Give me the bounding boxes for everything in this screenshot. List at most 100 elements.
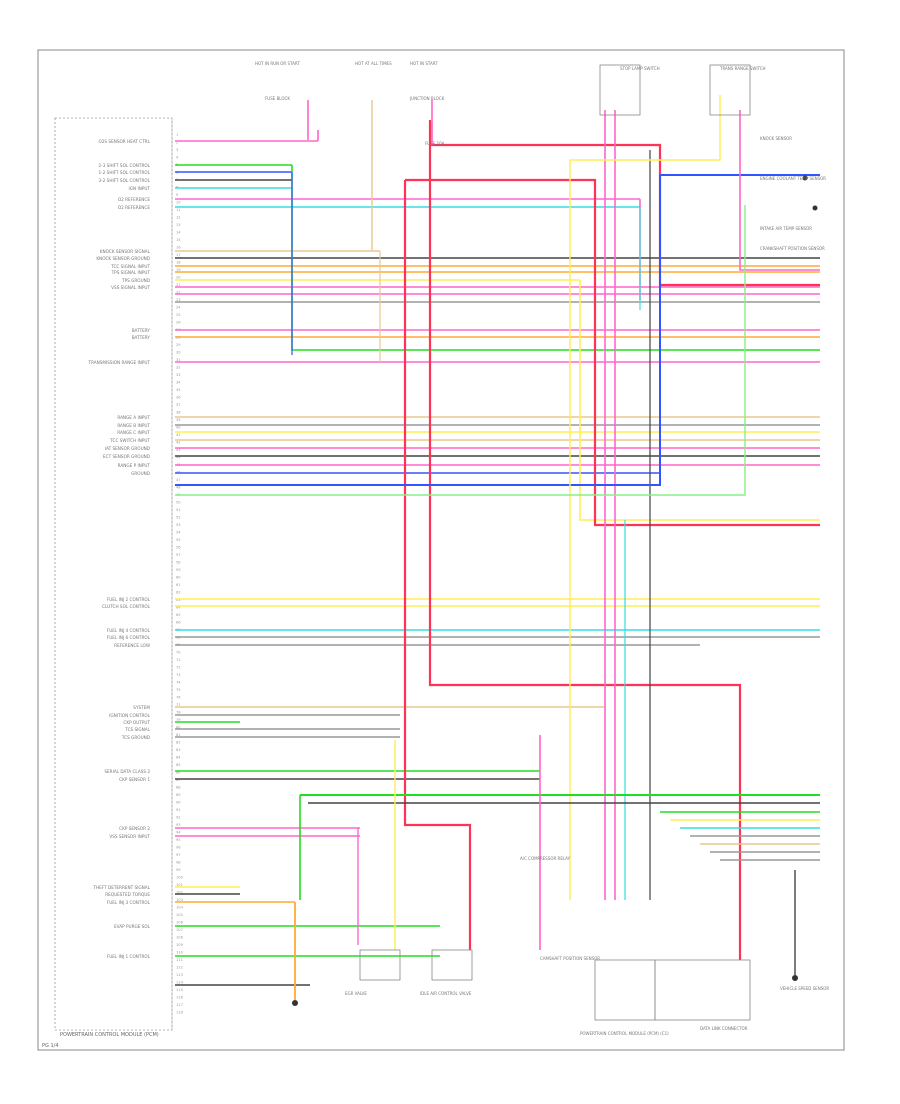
- pin-number: 15: [176, 238, 181, 242]
- page-code: PG 1/4: [42, 1043, 59, 1049]
- pin-label: SYSTEM: [133, 705, 150, 710]
- wire-red-top: [430, 143, 820, 287]
- pin-number: 78: [176, 711, 181, 715]
- pin-number: 72: [176, 666, 181, 670]
- pin-number: 1: [176, 133, 178, 137]
- pin-number: 74: [176, 681, 181, 685]
- pin-number: 56: [176, 546, 181, 550]
- pin-number: 103: [176, 898, 183, 902]
- pin-label: O2 REFERENCE: [118, 205, 151, 210]
- pin-number: 54: [176, 531, 181, 535]
- footer-label: POWERTRAIN CONTROL MODULE (PCM): [60, 1032, 159, 1038]
- pin-number: 33: [176, 373, 181, 377]
- pin-number: 106: [176, 921, 184, 925]
- pin-label: IAT SENSOR GROUND: [105, 446, 150, 451]
- pin-label: SERIAL DATA CLASS 2: [104, 769, 150, 774]
- pin-number: 14: [176, 231, 181, 235]
- pin-number: 37: [176, 403, 181, 407]
- pin-number: 47: [176, 478, 181, 482]
- pin-number: 93: [176, 823, 181, 827]
- pin-number: 84: [176, 756, 181, 760]
- vss-sensor-icon: [792, 975, 798, 981]
- pin-number: 17: [176, 253, 181, 257]
- pin-number: 29: [176, 343, 181, 347]
- bottom-component-label: VEHICLE SPEED SENSOR: [780, 986, 829, 991]
- pin-label: VSS SENSOR INPUT: [109, 834, 150, 839]
- pin-number: 118: [176, 1011, 184, 1015]
- pin-number: 82: [176, 741, 181, 745]
- pin-label: REFERENCE LOW: [114, 643, 150, 648]
- pin-label: IGN INPUT: [129, 186, 151, 191]
- bottom-component-label: DATA LINK CONNECTOR: [700, 1026, 748, 1031]
- pin-number: 76: [176, 696, 181, 700]
- pin-number: 102: [176, 891, 183, 895]
- trans-range-switch-box: [709, 64, 751, 116]
- pin-number: 113: [176, 973, 183, 977]
- pin-label: O2S SENSOR HEAT CTRL: [98, 139, 150, 144]
- pin-number: 25: [176, 313, 181, 317]
- pin-number: 101: [176, 883, 183, 887]
- pin-label: TCS SIGNAL: [124, 727, 150, 732]
- pin-number: 38: [176, 411, 181, 415]
- pin-number: 81: [176, 733, 181, 737]
- pin-number: 3: [176, 148, 178, 152]
- pin-number: 80: [176, 726, 181, 730]
- pin-number: 13: [176, 223, 181, 227]
- bottom-component-label: POWERTRAIN CONTROL MODULE (PCM) (C1): [580, 1031, 669, 1036]
- pin-label: CKP OUTPUT: [123, 720, 150, 725]
- iac-valve-box: [431, 949, 473, 981]
- top-component-label: STOP LAMP SWITCH: [620, 66, 660, 71]
- pin-number: 11: [176, 208, 181, 212]
- bottom-component-label: IDLE AIR CONTROL VALVE: [420, 991, 472, 996]
- pin-number: 23: [176, 298, 181, 302]
- pin-number: 115: [176, 988, 183, 992]
- pin-label: TCC SWITCH INPUT: [109, 438, 150, 443]
- pin-number: 70: [176, 651, 181, 655]
- pin-number: 99: [176, 868, 181, 872]
- pin-number: 75: [176, 688, 181, 692]
- pin-number: 40: [176, 426, 181, 430]
- pin-number: 117: [176, 1003, 183, 1007]
- pin-label: THEFT DETERRENT SIGNAL: [92, 885, 150, 890]
- pin-number: 19: [176, 268, 181, 272]
- pin-number: 79: [176, 718, 181, 722]
- pin-number: 77: [176, 703, 181, 707]
- knock-sensor-icon: [802, 175, 808, 181]
- pin-label: IGNITION CONTROL: [109, 713, 151, 718]
- pin-number: 36: [176, 396, 181, 400]
- pin-label: RANGE P INPUT: [118, 463, 151, 468]
- bottom-component-label: A/C COMPRESSOR RELAY: [520, 856, 571, 861]
- pin-number: 94: [176, 831, 181, 835]
- top-component-label: JUNCTION BLOCK: [409, 96, 445, 101]
- pin-label: EVAP PURGE SOL: [114, 924, 151, 929]
- pin-label: BATTERY: [132, 328, 151, 333]
- pin-label: ECT SENSOR GROUND: [103, 454, 150, 459]
- bottom-component-label: CAMSHAFT POSITION SENSOR: [540, 956, 600, 961]
- top-component-label: TRANS RANGE SWITCH: [719, 66, 766, 71]
- pin-label: RANGE A INPUT: [117, 415, 150, 420]
- wire-blue-loop: [175, 175, 661, 486]
- pin-label: TPS SIGNAL INPUT: [111, 270, 151, 275]
- pin-label: FUEL INJ 2 CONTROL: [107, 597, 151, 602]
- pin-number: 18: [176, 261, 181, 265]
- pin-number: 26: [176, 321, 181, 325]
- pcm-c1-connector-box: [594, 959, 656, 1021]
- pin-number: 16: [176, 246, 181, 250]
- pin-label: TCS GROUND: [121, 735, 150, 740]
- pin-number: 112: [176, 966, 183, 970]
- ground-icon: [292, 1000, 298, 1006]
- egr-valve-box: [359, 949, 401, 981]
- pin-number: 57: [176, 553, 181, 557]
- pin-number: 114: [176, 981, 184, 985]
- pin-label: TCC SIGNAL INPUT: [110, 264, 150, 269]
- pin-number: 39: [176, 418, 181, 422]
- pin-number: 105: [176, 913, 183, 917]
- pin-number: 20: [176, 276, 181, 280]
- right-component-label: ENGINE COOLANT TEMP SENSOR: [760, 176, 826, 181]
- pin-number: 4: [176, 156, 179, 160]
- pin-number: 73: [176, 673, 181, 677]
- pin-label: TRANSMISSION RANGE INPUT: [87, 360, 150, 365]
- pcm-c2-connector-box: [654, 959, 751, 1021]
